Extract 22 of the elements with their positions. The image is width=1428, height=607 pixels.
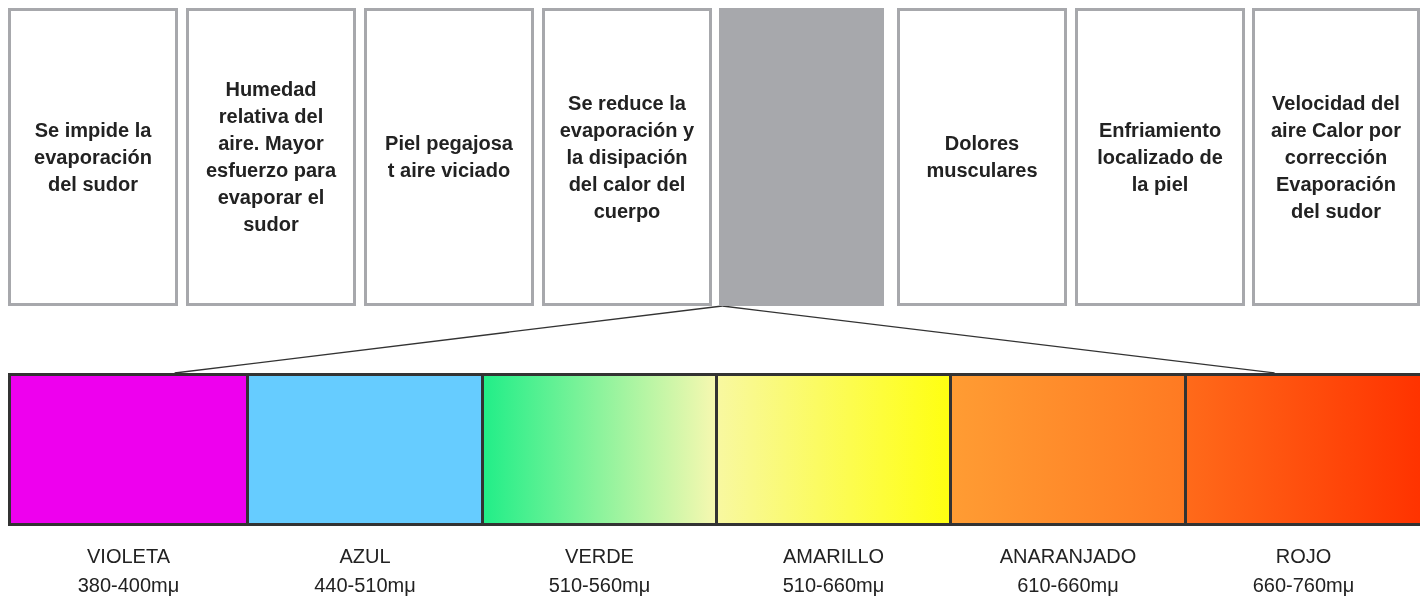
empty-box <box>719 8 884 306</box>
text-box <box>897 8 1067 306</box>
leader-line <box>173 305 723 374</box>
box-text: Se impide la evaporación del sudor <box>33 117 153 197</box>
band-label: ROJO 660-760mμ <box>1251 544 1356 598</box>
box-text: Dolores musculares <box>925 131 1039 183</box>
text-box <box>8 8 178 306</box>
text-box <box>1252 8 1420 306</box>
band-label: ANARANJADO 610-660mμ <box>998 544 1138 598</box>
band-label: VERDE 510-560mμ <box>547 544 652 598</box>
box-text: Humedad relativa del aire. Mayor esfuerzo para evaporar el sudor <box>204 77 338 237</box>
box-text: Velocidad del aire Calor por corrección Evaporación del sudor <box>1269 90 1402 224</box>
box-text: Se reduce la evaporación y la disipación del calor del cuerpo <box>558 90 696 224</box>
box-text: Piel pegajosa t aire viciado <box>384 131 514 183</box>
text-box <box>186 8 356 306</box>
box-text: Enfriamiento localizado de la piel <box>1096 117 1224 197</box>
band-label: AZUL 440-510mμ <box>313 544 417 598</box>
text-box <box>364 8 534 306</box>
text-box <box>542 8 712 306</box>
band-label: VIOLETA 380-400mμ <box>76 544 181 598</box>
band-label: AMARILLO 510-660mμ <box>781 544 886 598</box>
text-box <box>1075 8 1245 306</box>
